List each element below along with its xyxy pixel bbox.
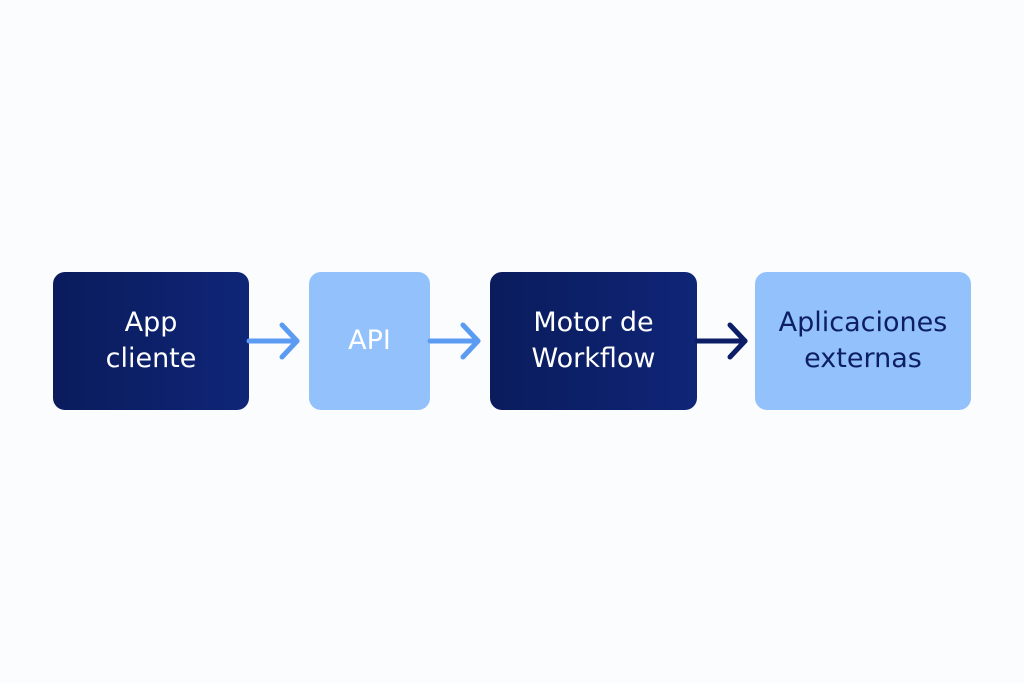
node-ext-line-1: Aplicaciones (778, 307, 948, 338)
node-motor-de-workflow: Motor de Workflow (490, 272, 697, 410)
node-app-cliente: App cliente (53, 272, 249, 410)
arrow-app-to-api (246, 322, 300, 360)
node-api: API (309, 272, 430, 410)
arrow-motor-to-ext (694, 322, 748, 360)
node-motor-line-1: Motor de (533, 307, 654, 338)
node-api-label: API (348, 325, 391, 356)
node-motor-line-2: Workflow (531, 343, 656, 374)
node-app-cliente-line-2: cliente (105, 343, 197, 374)
arrow-api-to-motor (427, 322, 481, 360)
node-app-cliente-line-1: App (124, 307, 178, 338)
node-aplicaciones-externas: Aplicaciones externas (755, 272, 971, 410)
node-ext-line-2: externas (804, 343, 922, 374)
